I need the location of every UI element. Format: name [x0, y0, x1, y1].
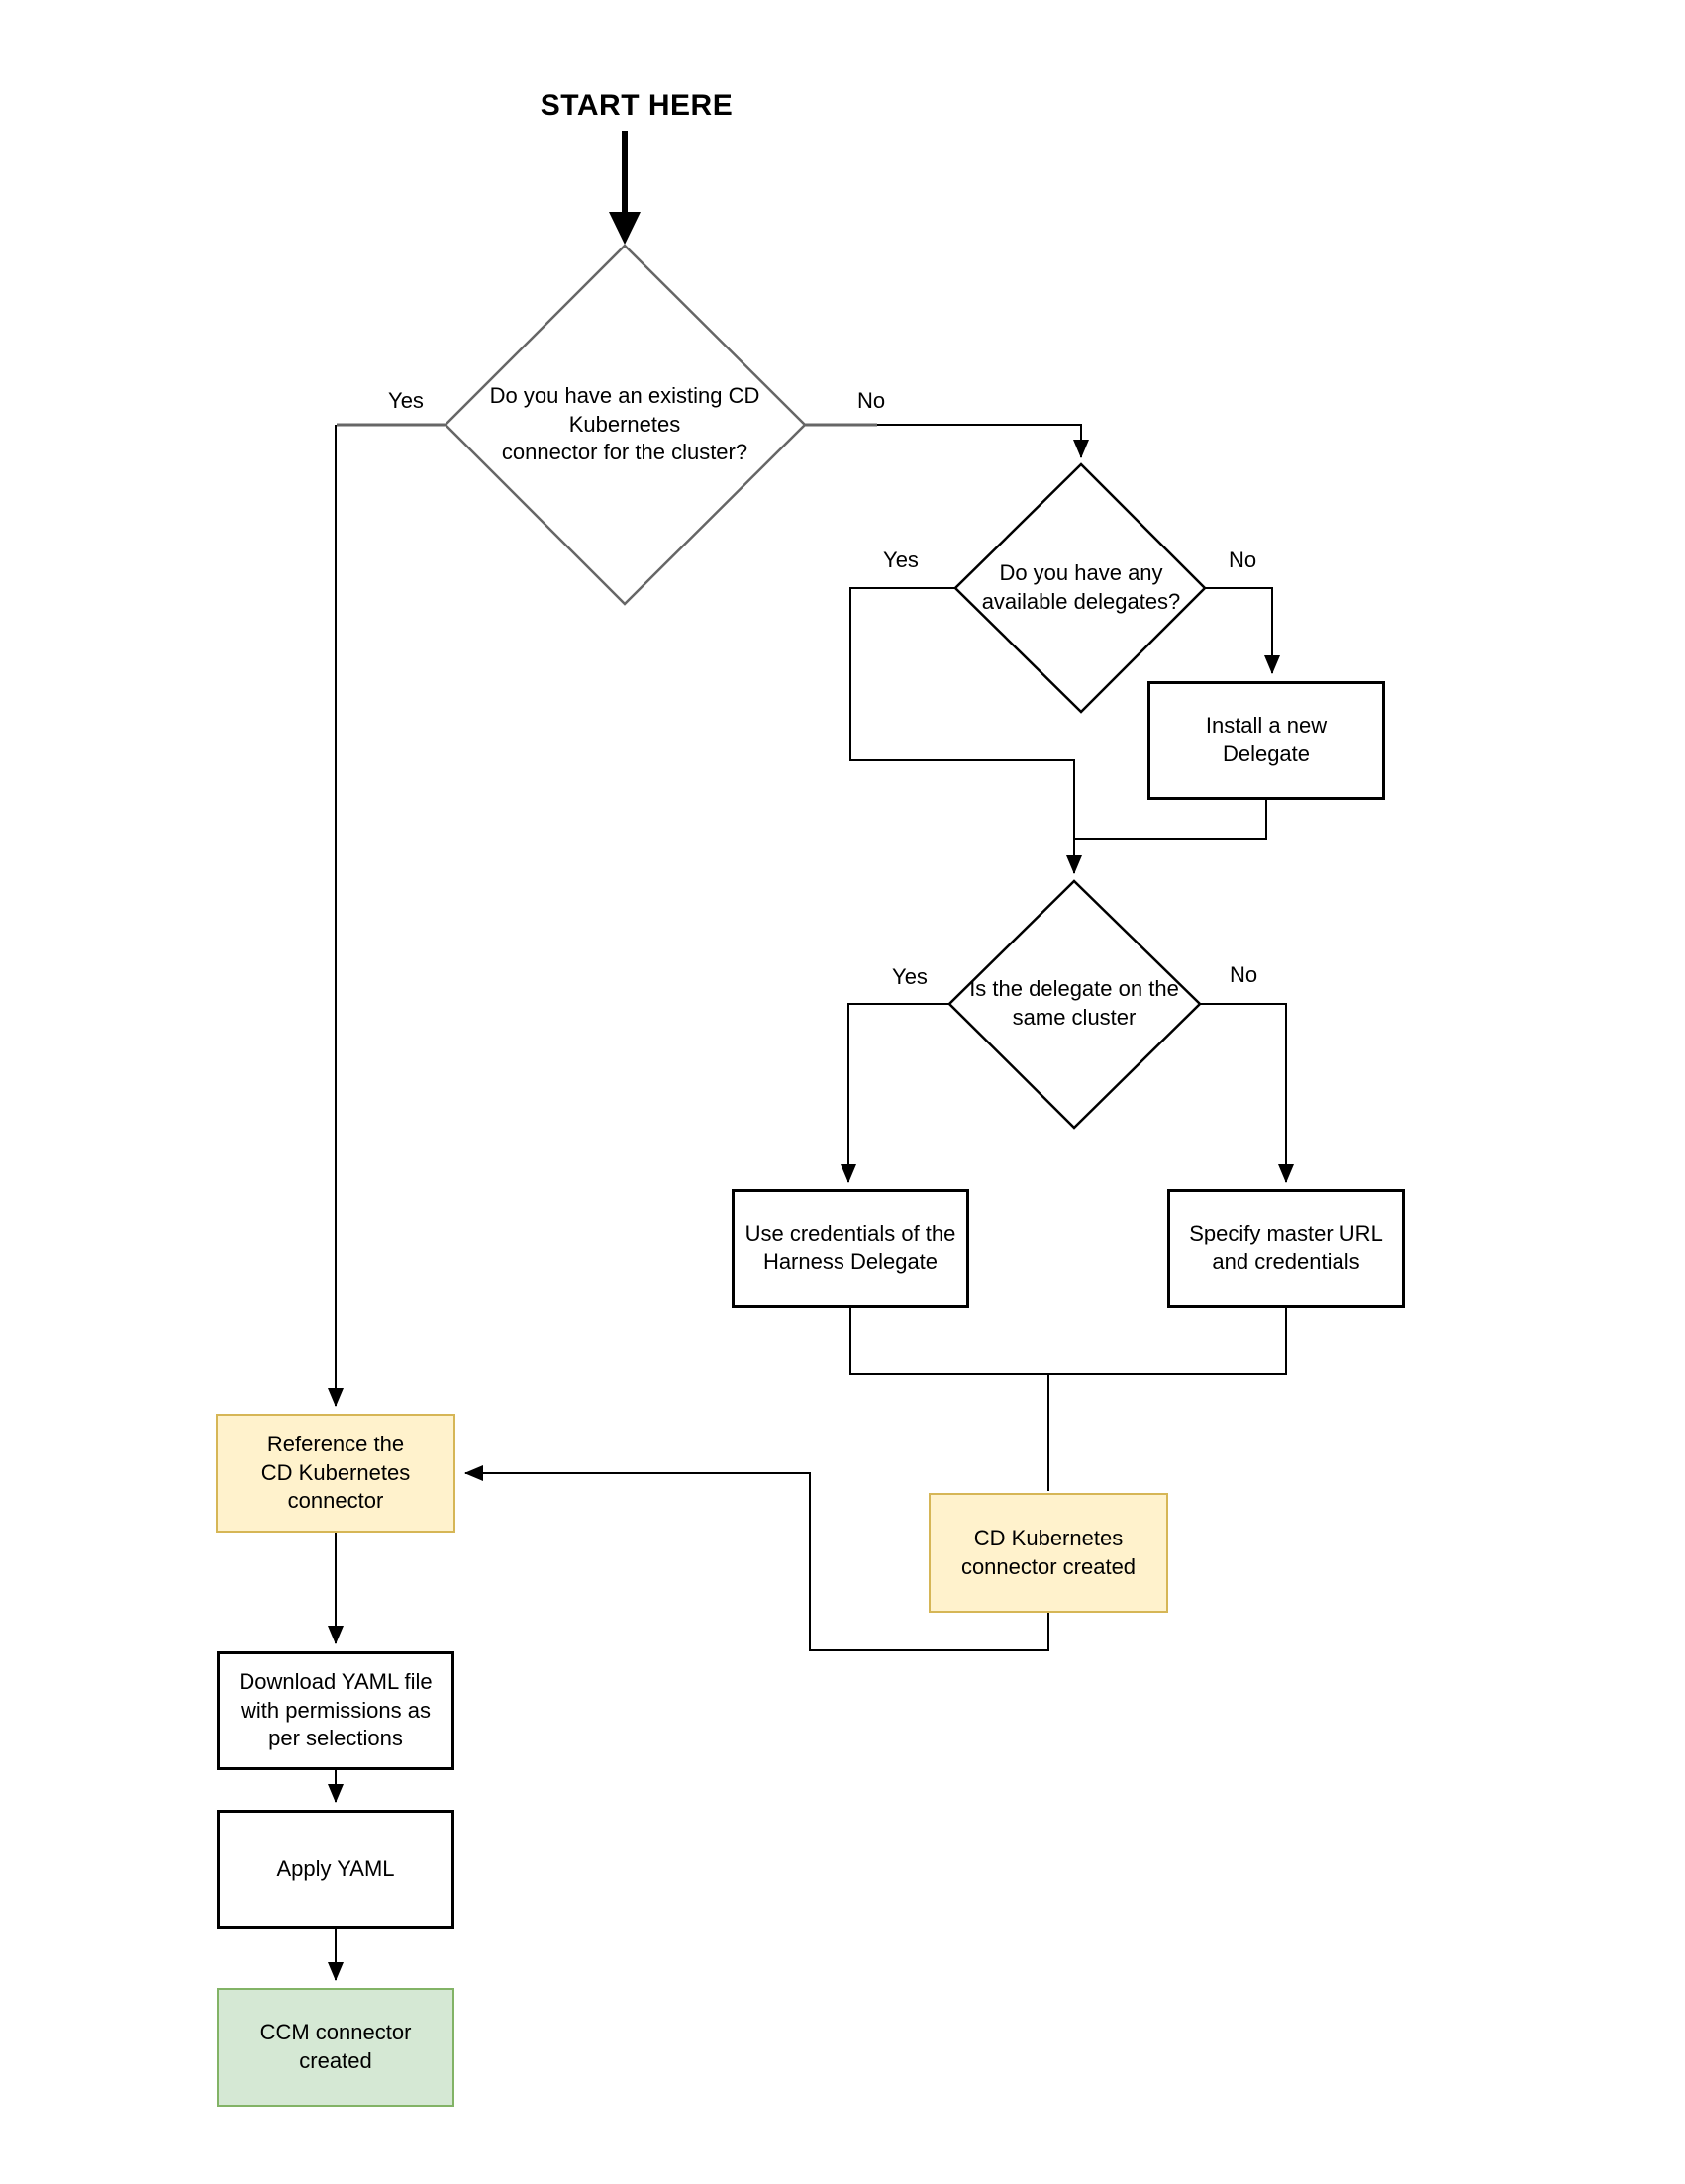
box-use-credentials: Use credentials of the Harness Delegate [732, 1189, 969, 1308]
box-ccm-connector-created: CCM connector created [217, 1988, 454, 2107]
edge-delegates-no [1205, 587, 1280, 674]
label-existing-yes: Yes [388, 388, 424, 413]
edge-same-cluster-yes [841, 1003, 949, 1183]
start-here-label: START HERE [540, 89, 734, 122]
box-apply-yaml: Apply YAML [217, 1810, 454, 1929]
edge-delegates-yes [849, 587, 1082, 874]
decision-same-cluster-text: Is the delegate on the same cluster [969, 976, 1179, 1030]
edge-existing-no [877, 424, 1089, 458]
box-install-delegate: Install a new Delegate [1147, 681, 1385, 800]
label-delegates-yes: Yes [883, 547, 919, 572]
box-cd-connector-created: CD Kubernetes connector created [929, 1493, 1168, 1613]
edge-cd-created-to-reference [464, 1465, 1049, 1651]
decision-existing-connector-shape [444, 244, 807, 606]
decision-existing-connector-text: Do you have an existing CD Kubernetes co… [489, 383, 760, 465]
edge-install-out [1075, 800, 1267, 840]
edge-same-cluster-no [1200, 1003, 1294, 1183]
label-delegates-no: No [1228, 547, 1257, 572]
decision-same-cluster-shape [947, 879, 1202, 1130]
decision-available-delegates-shape [953, 462, 1207, 714]
label-same-cluster-no: No [1229, 962, 1258, 987]
box-download-yaml: Download YAML file with permissions as p… [217, 1651, 454, 1770]
label-existing-no: No [856, 388, 886, 413]
label-same-cluster-yes: Yes [892, 964, 928, 989]
box-reference-connector: Reference the CD Kubernetes connector [216, 1414, 455, 1533]
start-arrowhead-icon [609, 212, 641, 245]
box-specify-master-url: Specify master URL and credentials [1167, 1189, 1405, 1308]
decision-available-delegates-text: Do you have any available delegates? [981, 560, 1181, 614]
edge-credentials-merge [849, 1307, 1287, 1375]
